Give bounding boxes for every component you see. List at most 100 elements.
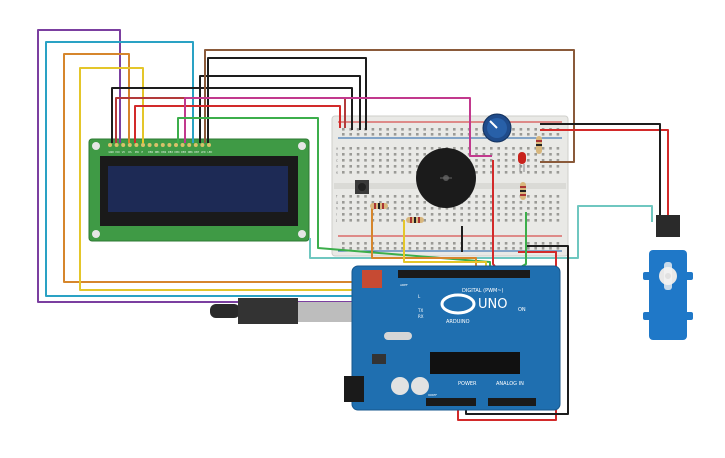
breadboard-hole[interactable] (349, 159, 352, 162)
breadboard-hole[interactable] (482, 165, 486, 168)
potentiometer[interactable] (482, 113, 512, 143)
breadboard-hole[interactable] (475, 153, 478, 156)
breadboard-hole[interactable] (371, 201, 375, 204)
breadboard-hole[interactable] (430, 247, 434, 250)
breadboard-hole[interactable] (342, 159, 345, 162)
breadboard-hole[interactable] (482, 153, 486, 156)
breadboard-hole[interactable] (408, 242, 412, 245)
resistor[interactable] (536, 136, 542, 154)
push-button[interactable] (355, 180, 369, 194)
breadboard-hole[interactable] (416, 165, 419, 168)
breadboard-hole[interactable] (349, 147, 352, 150)
breadboard-hole[interactable] (416, 195, 419, 198)
breadboard-hole[interactable] (519, 247, 523, 250)
wire-red-1[interactable] (115, 97, 346, 143)
breadboard-hole[interactable] (534, 159, 537, 162)
breadboard-hole[interactable] (430, 128, 434, 131)
breadboard-hole[interactable] (512, 213, 515, 216)
breadboard-hole[interactable] (356, 219, 360, 222)
breadboard-hole[interactable] (541, 247, 545, 250)
breadboard-hole[interactable] (490, 242, 493, 245)
breadboard-hole[interactable] (438, 128, 441, 131)
breadboard-hole[interactable] (349, 153, 352, 156)
breadboard-hole[interactable] (408, 201, 412, 204)
breadboard-hole[interactable] (527, 207, 530, 210)
analog-header[interactable] (488, 398, 536, 406)
breadboard-hole[interactable] (349, 213, 352, 216)
breadboard-hole[interactable] (549, 171, 552, 174)
breadboard-hole[interactable] (349, 247, 352, 250)
breadboard-hole[interactable] (393, 159, 397, 162)
breadboard-hole[interactable] (423, 147, 426, 150)
breadboard-hole[interactable] (490, 219, 493, 222)
breadboard-hole[interactable] (438, 213, 441, 216)
breadboard-hole[interactable] (356, 153, 360, 156)
breadboard-hole[interactable] (408, 159, 412, 162)
breadboard-hole[interactable] (534, 247, 537, 250)
breadboard-hole[interactable] (475, 171, 478, 174)
breadboard-hole[interactable] (379, 195, 382, 198)
lcd-pin[interactable] (114, 143, 119, 147)
breadboard-hole[interactable] (482, 242, 486, 245)
resistor[interactable] (370, 203, 388, 209)
breadboard-hole[interactable] (430, 219, 434, 222)
breadboard-hole[interactable] (497, 201, 500, 204)
breadboard-hole[interactable] (534, 207, 537, 210)
breadboard-hole[interactable] (512, 219, 515, 222)
breadboard-hole[interactable] (527, 147, 530, 150)
breadboard-hole[interactable] (504, 147, 508, 150)
breadboard-hole[interactable] (342, 128, 345, 131)
breadboard-hole[interactable] (467, 207, 471, 210)
breadboard-hole[interactable] (386, 133, 389, 136)
breadboard-hole[interactable] (371, 195, 375, 198)
breadboard-hole[interactable] (430, 147, 434, 150)
breadboard-hole[interactable] (416, 242, 419, 245)
breadboard-hole[interactable] (490, 165, 493, 168)
digital-header[interactable] (398, 270, 530, 278)
breadboard-hole[interactable] (475, 213, 478, 216)
breadboard-hole[interactable] (534, 195, 537, 198)
breadboard-hole[interactable] (497, 147, 500, 150)
breadboard-hole[interactable] (549, 207, 552, 210)
breadboard-hole[interactable] (342, 247, 345, 250)
breadboard-hole[interactable] (349, 219, 352, 222)
breadboard-hole[interactable] (386, 219, 389, 222)
power-jack[interactable] (344, 376, 364, 402)
lcd-pin[interactable] (127, 143, 132, 147)
breadboard-hole[interactable] (549, 165, 552, 168)
breadboard-hole[interactable] (379, 171, 382, 174)
breadboard-hole[interactable] (342, 213, 345, 216)
breadboard-hole[interactable] (356, 242, 360, 245)
breadboard-hole[interactable] (504, 201, 508, 204)
breadboard-hole[interactable] (438, 247, 441, 250)
breadboard-hole[interactable] (342, 201, 345, 204)
arduino-uno[interactable]: UNO ARDUINO DIGITAL (PWM~) POWER ANALOG … (344, 265, 561, 411)
breadboard-hole[interactable] (379, 213, 382, 216)
breadboard-hole[interactable] (401, 242, 404, 245)
breadboard-hole[interactable] (364, 165, 367, 168)
breadboard-hole[interactable] (408, 171, 412, 174)
breadboard-hole[interactable] (364, 219, 367, 222)
breadboard-hole[interactable] (475, 247, 478, 250)
breadboard-hole[interactable] (549, 159, 552, 162)
breadboard-hole[interactable] (497, 159, 500, 162)
lcd-pin[interactable] (121, 143, 126, 147)
breadboard-hole[interactable] (430, 207, 434, 210)
breadboard-hole[interactable] (460, 133, 463, 136)
breadboard-hole[interactable] (445, 128, 449, 131)
breadboard-hole[interactable] (519, 207, 523, 210)
breadboard-hole[interactable] (349, 201, 352, 204)
wire-black-top[interactable] (207, 57, 367, 143)
breadboard-hole[interactable] (527, 159, 530, 162)
breadboard-hole[interactable] (386, 247, 389, 250)
breadboard-hole[interactable] (379, 128, 382, 131)
breadboard-hole[interactable] (527, 171, 530, 174)
breadboard-hole[interactable] (342, 165, 345, 168)
breadboard-hole[interactable] (475, 219, 478, 222)
breadboard-hole[interactable] (423, 242, 426, 245)
breadboard-hole[interactable] (519, 165, 523, 168)
breadboard-hole[interactable] (423, 247, 426, 250)
breadboard-hole[interactable] (401, 195, 404, 198)
breadboard-hole[interactable] (490, 195, 493, 198)
